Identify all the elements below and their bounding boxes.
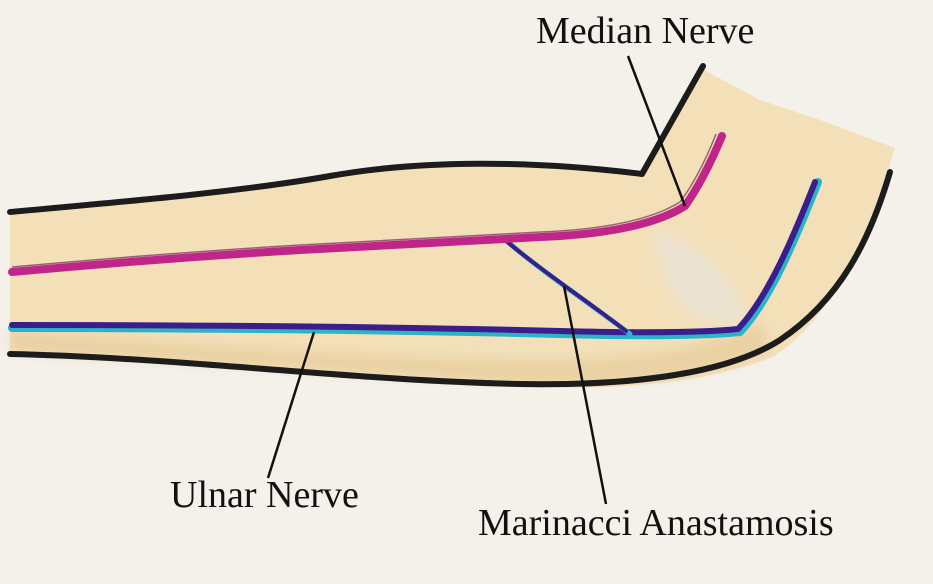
median-nerve-label: Median Nerve <box>536 12 754 50</box>
marinacci-anastomosis-label: Marinacci Anastamosis <box>478 504 834 542</box>
ulnar-nerve-label: Ulnar Nerve <box>170 476 359 514</box>
